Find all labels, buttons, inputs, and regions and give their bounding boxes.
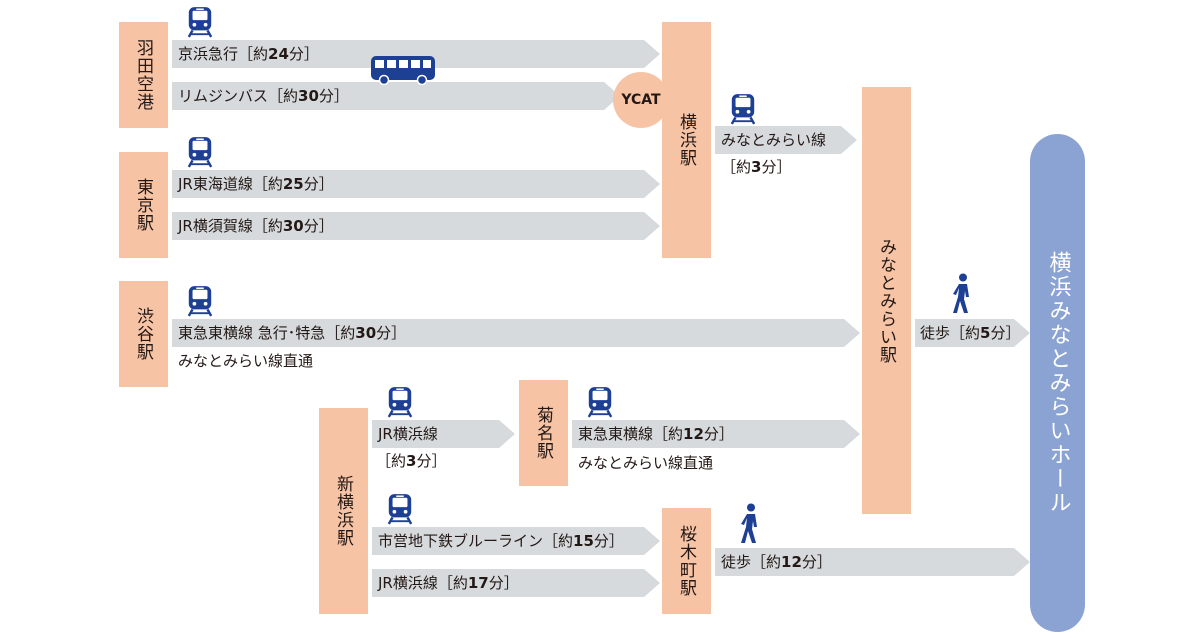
station-label: 横浜駅 (676, 113, 696, 167)
station-kikuna: 菊名駅 (519, 380, 568, 486)
route-label-tokyu-shibuya: 東急東横線 急行･特急［約30分］ (178, 324, 407, 342)
route-arrow-jr-yokohama-sakuragi (372, 569, 660, 597)
walker-icon (738, 503, 762, 545)
station-minatomirai: みなとみらい駅 (862, 87, 911, 514)
station-haneda: 羽田空港 (119, 22, 168, 128)
station-label: みなとみらい駅 (876, 237, 896, 364)
route-arrow-limousine (172, 82, 620, 110)
route-label-walk-minatomirai: 徒歩［約5分］ (920, 324, 1021, 342)
route-time-minatomirai-line: ［約3分］ (721, 158, 792, 176)
route-arrow-blueline (372, 527, 660, 555)
route-label-tokyu-kikuna: 東急東横線［約12分］ (578, 425, 734, 443)
route-arrow-yokosuka (172, 212, 660, 240)
station-label: 桜木町駅 (676, 525, 696, 597)
station-shinyokohama: 新横浜駅 (319, 408, 368, 614)
station-shibuya: 渋谷駅 (119, 281, 168, 387)
station-label: 新横浜駅 (333, 475, 353, 547)
route-label-jr-yokohama-kikuna: JR横浜線 (378, 425, 438, 443)
route-label-tokaido: JR東海道線［約25分］ (178, 175, 334, 193)
destination-label: 横浜みなとみらいホール (1045, 251, 1071, 515)
station-label: 羽田空港 (133, 39, 153, 111)
route-arrow-tokyu-shibuya (172, 319, 860, 347)
train-icon (386, 386, 414, 418)
route-label-minatomirai-line: みなとみらい線 (721, 131, 827, 149)
station-yokohama: 横浜駅 (662, 22, 711, 258)
route-label-yokosuka: JR横須賀線［約30分］ (178, 217, 334, 235)
route-arrow-minatomirai-line (715, 126, 857, 154)
route-arrow-jr-yokohama-kikuna (372, 420, 515, 448)
route-label-walk-sakuragicho: 徒歩［約12分］ (721, 553, 832, 571)
station-sakuragicho: 桜木町駅 (662, 508, 711, 614)
station-label: 菊名駅 (533, 406, 553, 460)
route-arrow-walk-minatomirai (915, 319, 1030, 347)
station-ycat: YCAT (613, 72, 669, 128)
route-arrow-tokaido (172, 170, 660, 198)
train-icon (186, 285, 214, 317)
station-label: 東京駅 (133, 178, 153, 232)
station-tokyo: 東京駅 (119, 152, 168, 258)
bus-icon (370, 55, 436, 85)
route-label-keikyu: 京浜急行［約24分］ (178, 45, 319, 63)
train-icon (386, 493, 414, 525)
train-icon (186, 136, 214, 168)
train-icon (186, 6, 214, 38)
station-label: YCAT (621, 92, 661, 108)
train-icon (729, 93, 757, 125)
route-arrow-tokyu-kikuna (572, 420, 860, 448)
walker-icon (950, 273, 974, 315)
route-note-tokyu-shibuya: みなとみらい線直通 (178, 352, 314, 370)
route-label-jr-yokohama-sakuragi: JR横浜線［約17分］ (378, 574, 519, 592)
destination-hall: 横浜みなとみらいホール (1030, 134, 1085, 632)
route-arrow-walk-sakuragicho (715, 548, 1030, 576)
route-label-limousine: リムジンバス［約30分］ (178, 87, 349, 105)
station-label: 渋谷駅 (133, 307, 153, 361)
train-icon (586, 386, 614, 418)
route-note-tokyu-kikuna: みなとみらい線直通 (578, 454, 714, 472)
route-time-jr-yokohama-kikuna: ［約3分］ (376, 452, 447, 470)
route-label-blueline: 市営地下鉄ブルーライン［約15分］ (378, 532, 624, 550)
